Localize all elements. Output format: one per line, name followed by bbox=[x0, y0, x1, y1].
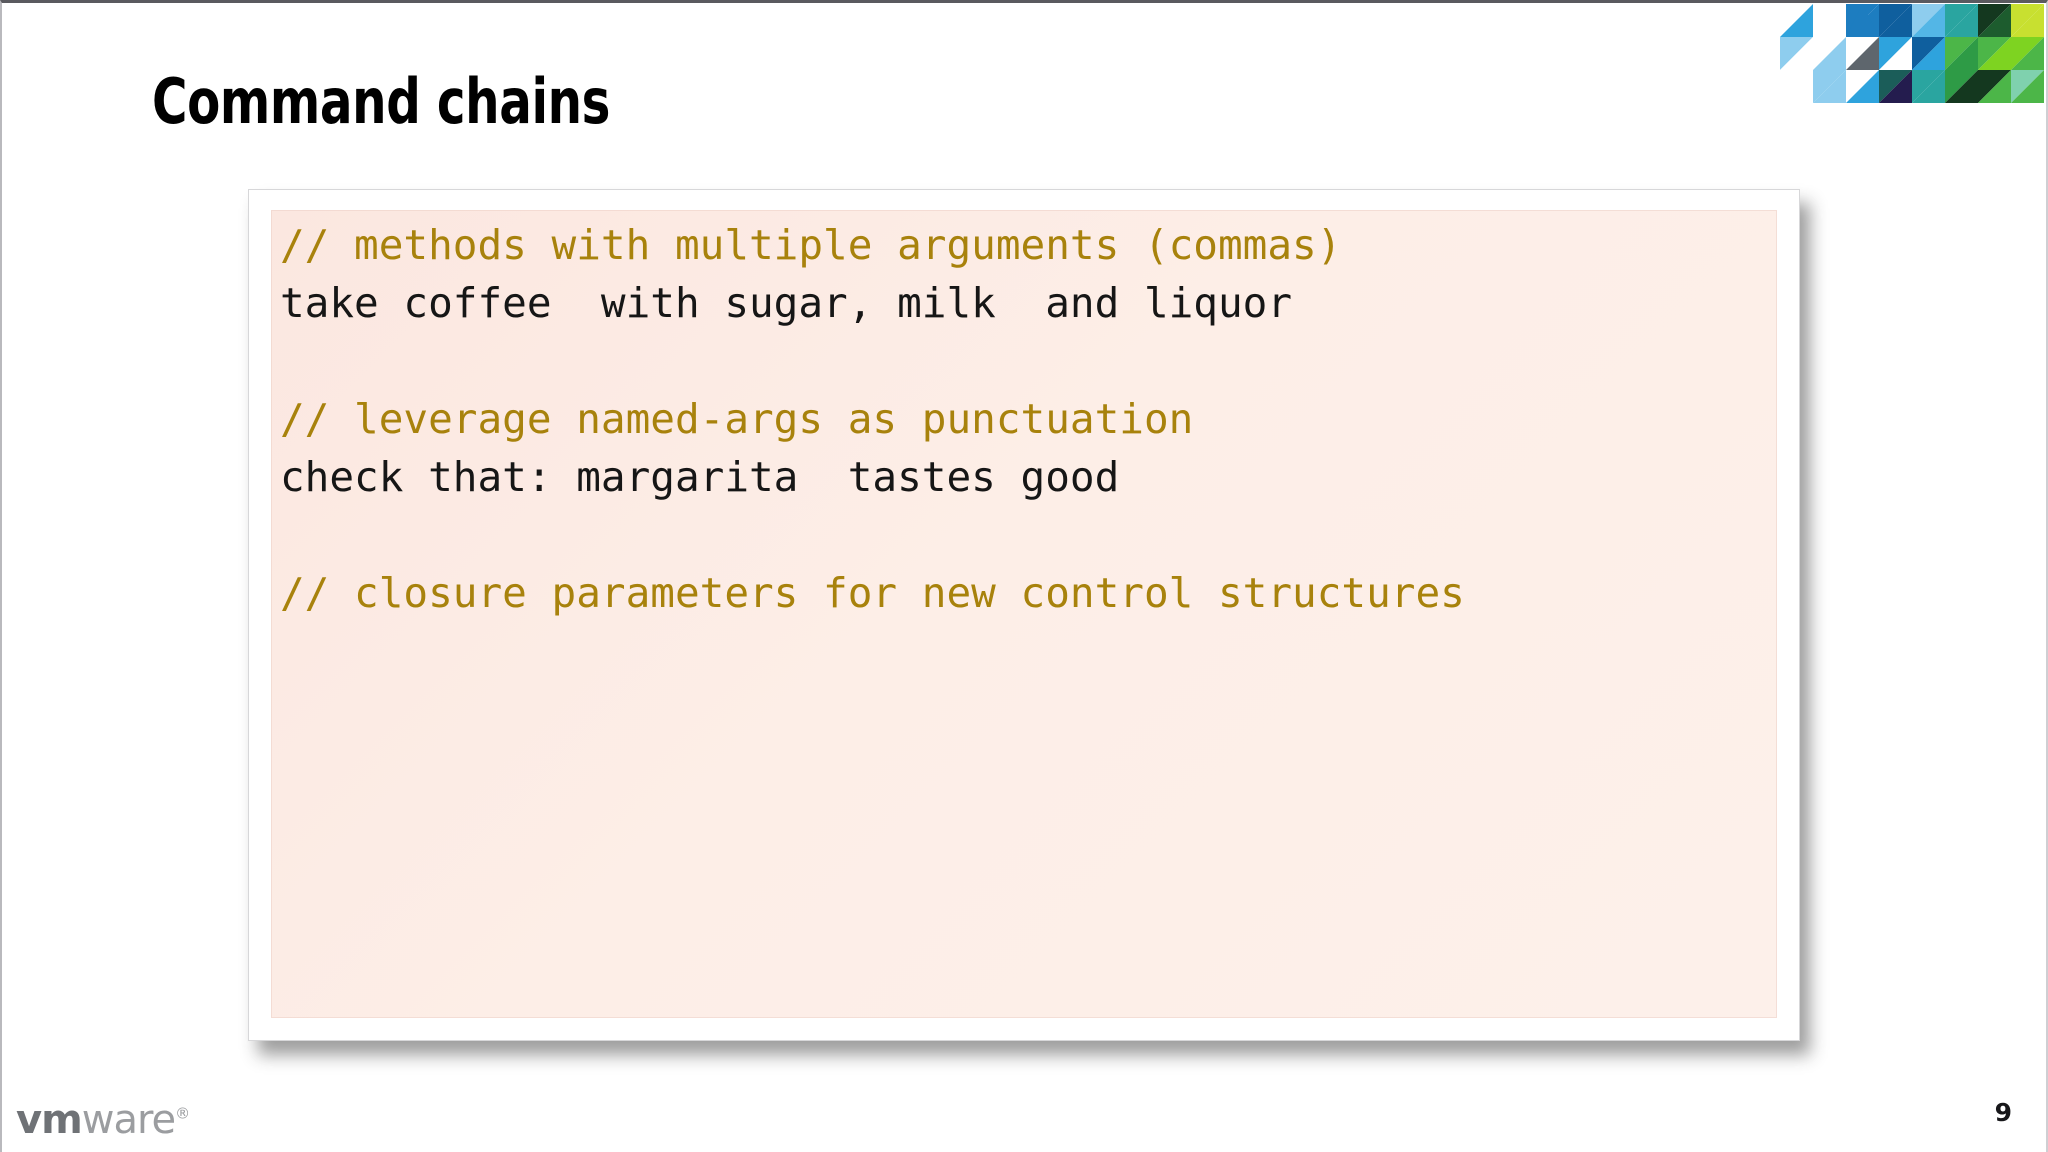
vmware-mosaic-logo bbox=[1780, 4, 2044, 103]
code-line: // methods with multiple arguments (comm… bbox=[280, 221, 1342, 269]
code-line: // closure parameters for new control st… bbox=[280, 569, 1465, 617]
registered-mark-icon: ® bbox=[175, 1104, 190, 1123]
page-title: Command chains bbox=[152, 65, 611, 138]
code-text: // methods with multiple arguments (comm… bbox=[280, 216, 1773, 622]
code-block: // methods with multiple arguments (comm… bbox=[271, 210, 1777, 1018]
code-line: // leverage named-args as punctuation bbox=[280, 395, 1194, 443]
code-card: // methods with multiple arguments (comm… bbox=[248, 189, 1800, 1041]
vmware-logo-vm: vm bbox=[16, 1097, 83, 1143]
mosaic-svg bbox=[1780, 4, 2044, 103]
code-line: check that: margarita tastes good bbox=[280, 453, 1120, 501]
page-number: 9 bbox=[1994, 1098, 2012, 1127]
vmware-logo-ware: ware bbox=[81, 1097, 176, 1143]
code-line: take coffee with sugar, milk and liquor bbox=[280, 279, 1293, 327]
vmware-logo: vmware® bbox=[16, 1097, 190, 1143]
